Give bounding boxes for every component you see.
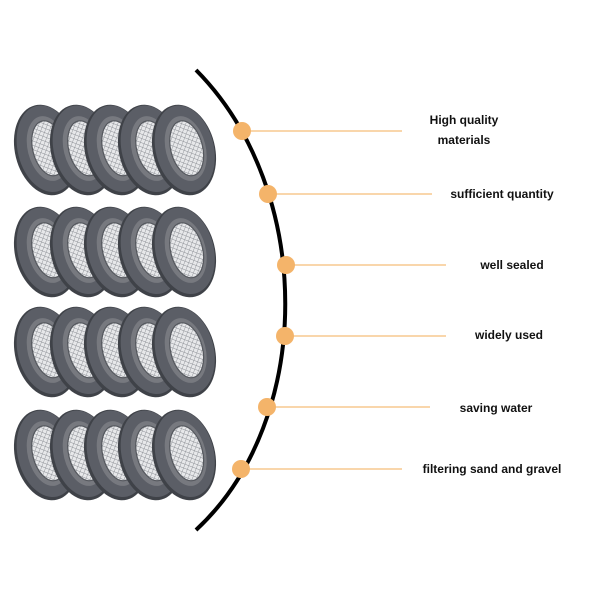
mesh-washer-icon <box>151 206 217 298</box>
bullet-dot-icon <box>259 185 277 203</box>
bullet-dot-icon <box>258 398 276 416</box>
feature-label-high-quality: High quality materials <box>408 110 520 150</box>
feature-label-line: High quality <box>429 113 499 127</box>
feature-connectors <box>232 122 446 478</box>
bullet-dot-icon <box>277 256 295 274</box>
mesh-washer-icon <box>151 104 217 196</box>
feature-label-well-sealed: well sealed <box>480 258 544 272</box>
bullet-dot-icon <box>232 460 250 478</box>
washer-grid <box>13 104 217 501</box>
mesh-washer-icon <box>151 409 217 501</box>
feature-label-sufficient-quantity: sufficient quantity <box>450 187 554 201</box>
feature-label-filtering: filtering sand and gravel <box>422 462 562 476</box>
feature-label-line: materials <box>437 133 491 147</box>
mesh-washer-icon <box>151 306 217 398</box>
bullet-dot-icon <box>233 122 251 140</box>
bullet-dot-icon <box>276 327 294 345</box>
feature-label-saving-water: saving water <box>459 401 533 415</box>
feature-label-widely-used: widely used <box>474 328 544 342</box>
